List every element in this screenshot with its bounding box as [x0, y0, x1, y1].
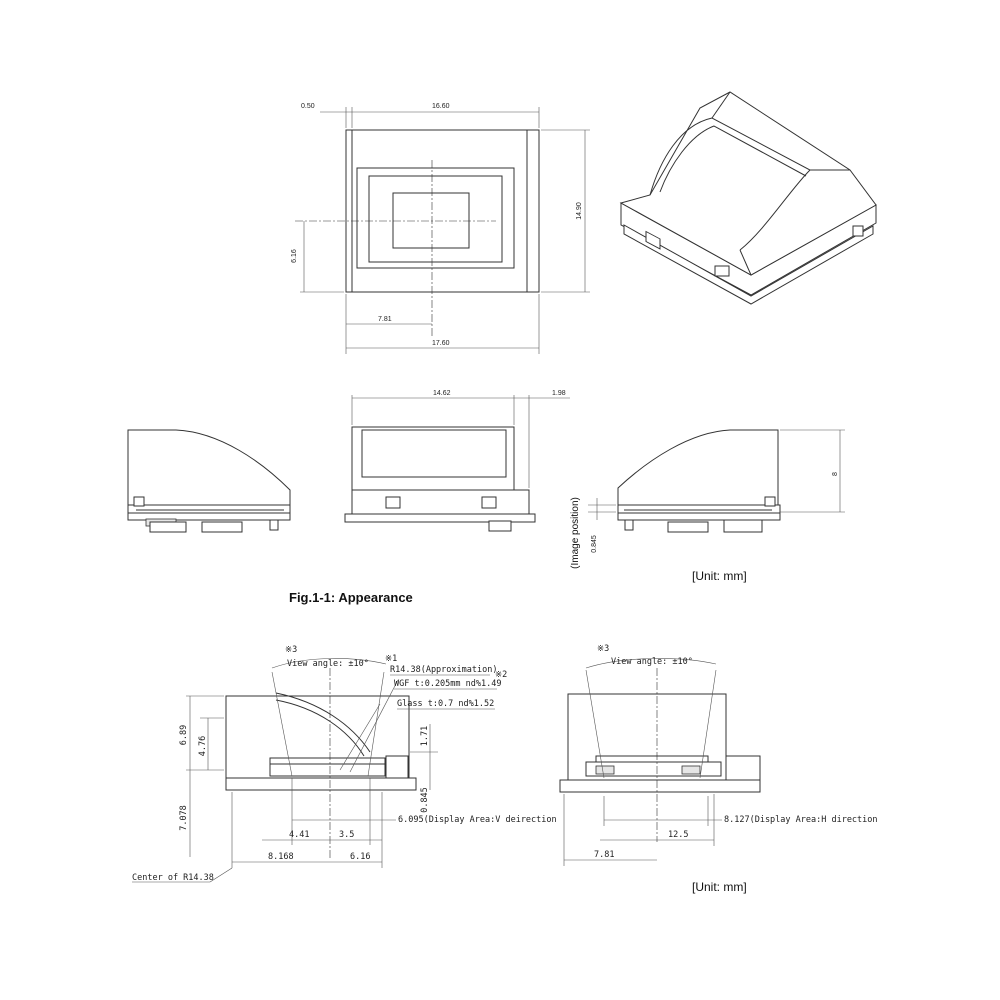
dim-v-0845: 0.845	[420, 787, 430, 813]
unit-label-bottom: [Unit: mm]	[692, 880, 747, 894]
note-2: ※2	[495, 670, 507, 680]
dim-v-6095: 6.095(Display Area:V deirection	[398, 815, 557, 825]
dim-top-height: 14.90	[576, 202, 583, 220]
view-angle-right: View angle: ±10°	[611, 657, 693, 667]
isometric-view	[619, 91, 877, 305]
dim-top-center-y: 6.16	[291, 249, 298, 263]
unit-label-top: [Unit: mm]	[692, 569, 747, 583]
dim-h-781: 7.81	[594, 850, 614, 860]
dim-top-width-total: 17.60	[432, 340, 450, 347]
note-3-right: ※3	[597, 644, 609, 654]
right-side-view: 8 0.845 (Image position)	[570, 429, 845, 569]
dim-right-height: 8	[832, 472, 839, 476]
top-view-display-area	[392, 192, 470, 249]
dim-top-width-inner: 16.60	[432, 103, 450, 110]
dim-h-8127: 8.127(Display Area:H direction	[724, 815, 878, 825]
view-angle-left: View angle: ±10°	[287, 659, 369, 669]
dim-v-476: 4.76	[198, 736, 208, 756]
note-3-left: ※3	[285, 645, 297, 655]
dim-front-right: 1.98	[552, 390, 566, 397]
figure-caption: Fig.1-1: Appearance	[289, 590, 413, 605]
section-view-horizontal: 8.127(Display Area:H direction 12.5 7.81…	[559, 644, 878, 866]
dim-v-7078: 7.078	[179, 805, 189, 831]
dim-top-center-x: 7.81	[378, 316, 392, 323]
center-label: Center of R14.38	[132, 873, 214, 883]
dim-v-441: 4.41	[289, 830, 309, 840]
dim-v-689: 6.89	[179, 725, 189, 745]
left-side-view	[127, 429, 291, 533]
dim-top-offset: 0.50	[301, 103, 315, 110]
dim-h-125: 12.5	[668, 830, 688, 840]
radius-label: R14.38(Approximation)	[390, 665, 497, 675]
dim-front-width: 14.62	[433, 390, 451, 397]
note-1: ※1	[385, 654, 397, 664]
image-position-label: (Image position)	[570, 497, 581, 569]
dim-v-171: 1.71	[420, 726, 430, 746]
dim-v-616: 6.16	[350, 852, 370, 862]
dim-v-8168: 8.168	[268, 852, 294, 862]
front-view: 14.62 1.98	[344, 390, 570, 532]
section-view-vertical: 6.89 4.76 7.078 1.71 0.845 6.095(Display…	[132, 645, 557, 883]
wgf-label: WGF t:0.205mm nd%1.49	[394, 679, 501, 689]
top-view: 0.50 16.60 14.90 6.16 7.81 17.60	[291, 103, 590, 354]
dim-right-offset: 0.845	[591, 535, 598, 553]
dim-v-35: 3.5	[339, 830, 354, 840]
glass-label: Glass t:0.7 nd%1.52	[397, 699, 494, 709]
